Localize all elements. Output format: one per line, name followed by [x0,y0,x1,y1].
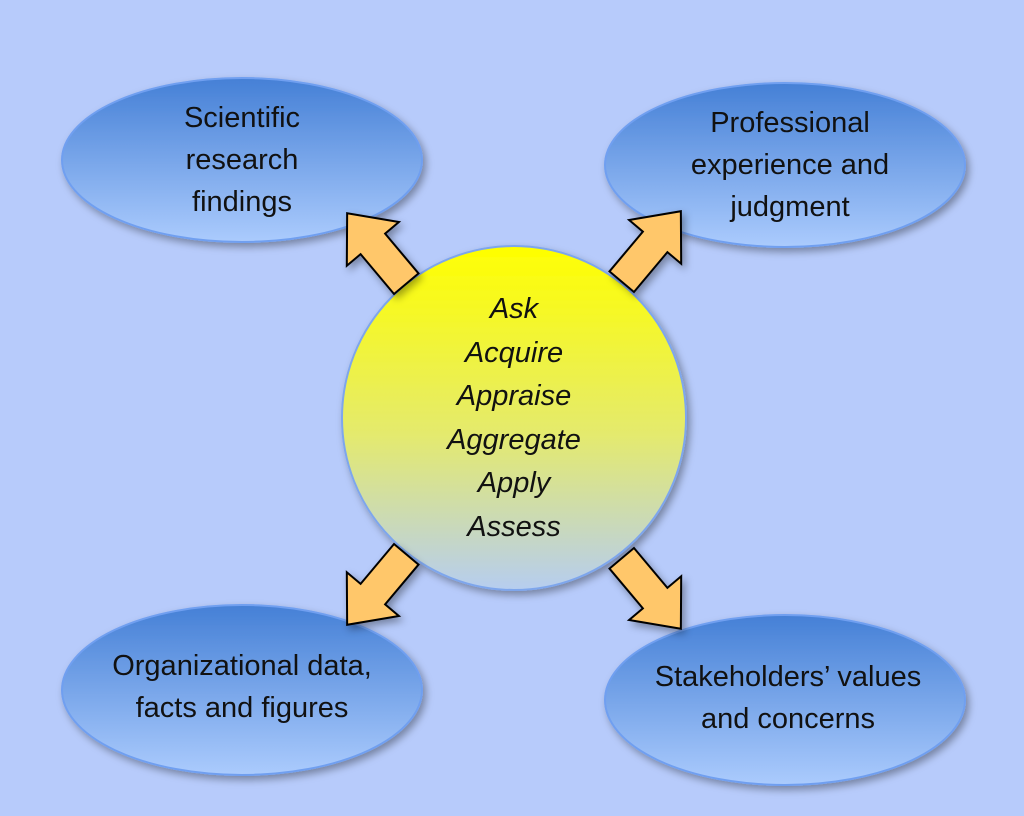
center-steps: Ask Acquire Appraise Aggregate Apply Ass… [342,288,686,549]
arrow-up-right-icon [608,210,683,294]
step-acquire: Acquire [464,336,564,369]
step-aggregate: Aggregate [447,423,581,456]
label-professional-experience: Professional experience and judgment [690,107,890,223]
arrow-up-left-icon [345,212,420,296]
label-scientific-research: Scientific research findings [183,102,301,218]
label-organizational-data: Organizational data, facts and figures [112,650,372,724]
step-ask: Ask [489,293,539,325]
ellipse-professional-experience [604,82,966,248]
ellipse-stakeholders-values [604,614,966,786]
center-circle [341,245,687,591]
ellipse-organizational-data [61,604,423,776]
step-assess: Assess [467,510,561,543]
arrow-down-left-icon [345,542,420,626]
label-stakeholders-values: Stakeholders’ values and concerns [654,661,922,735]
arrow-down-right-icon [608,546,683,630]
step-appraise: Appraise [456,380,572,412]
ellipse-scientific-research [61,77,423,243]
step-apply: Apply [477,467,551,499]
